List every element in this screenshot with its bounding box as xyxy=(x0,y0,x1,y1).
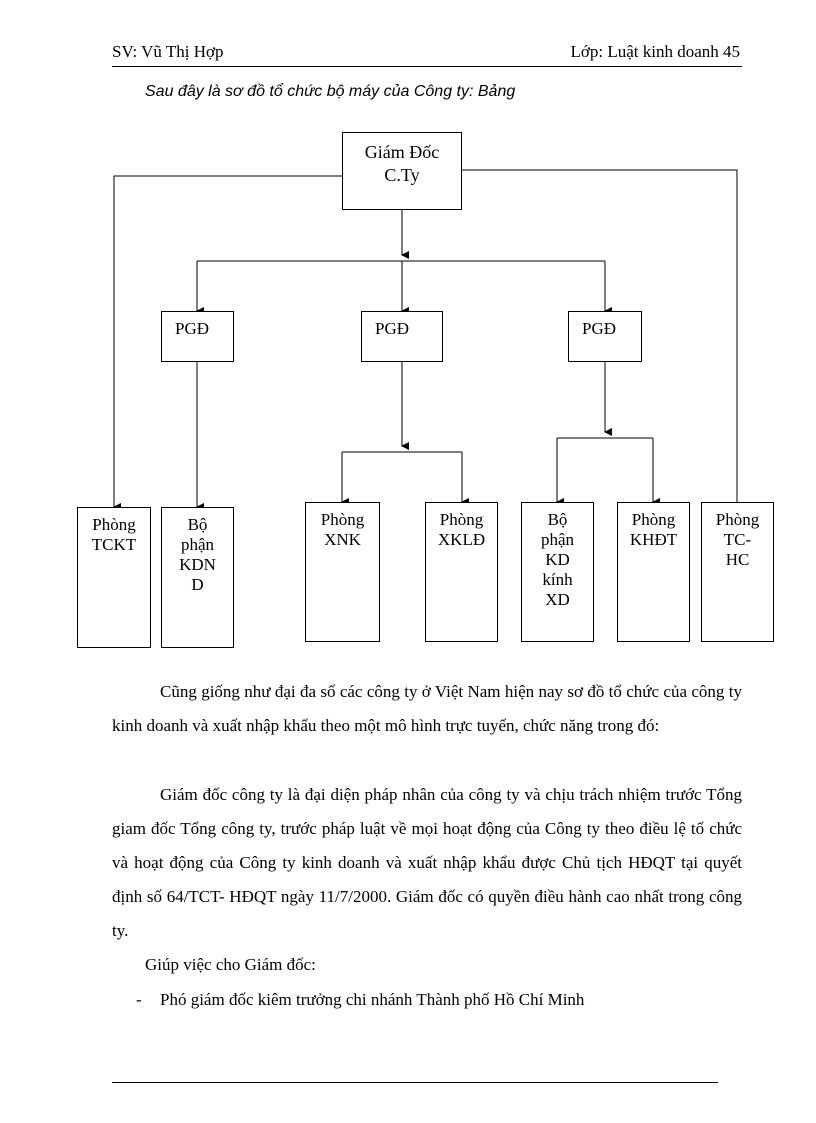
bullet-text: Phó giám đốc kiêm trưởng chi nhánh Thành… xyxy=(160,990,585,1009)
paragraph-3: Giúp việc cho Giám đốc: xyxy=(112,948,742,982)
org-box-pgd-2: PGĐ xyxy=(361,311,443,362)
org-box-giam-doc: Giám Đốc C.Ty xyxy=(342,132,462,210)
connector-root-tckt xyxy=(113,175,342,511)
org-box-phong-tc-hc: Phòng TC- HC xyxy=(701,502,774,642)
org-box-phong-tckt: Phòng TCKT xyxy=(77,507,151,648)
bullet-item: -Phó giám đốc kiêm trưởng chi nhánh Thàn… xyxy=(112,990,584,1010)
chart-caption: Sau đây là sơ đồ tổ chức bộ máy của Công… xyxy=(145,83,516,100)
org-box-phong-xkld: Phòng XKLĐ xyxy=(425,502,498,642)
header-divider xyxy=(112,66,742,67)
header-class: Lớp: Luật kinh doanh 45 xyxy=(570,42,740,61)
paragraph-2: Giám đốc công ty là đại diện pháp nhân c… xyxy=(112,778,742,948)
paragraph-2-text: Giám đốc công ty là đại diện pháp nhân c… xyxy=(112,785,742,940)
paragraph-1: Cũng giống như đại đa số các công ty ở V… xyxy=(112,675,742,743)
org-box-phong-xnk: Phòng XNK xyxy=(305,502,380,642)
org-chart-connectors xyxy=(113,169,744,511)
connector-root-tchc xyxy=(462,169,744,511)
paragraph-3-text: Giúp việc cho Giám đốc: xyxy=(145,955,316,974)
footer-divider xyxy=(112,1082,718,1083)
org-box-pgd-1: PGĐ xyxy=(161,311,234,362)
bullet-marker: - xyxy=(136,990,142,1009)
header-student: SV: Vũ Thị Hợp xyxy=(112,42,224,61)
paragraph-1-text: Cũng giống như đại đa số các công ty ở V… xyxy=(112,682,742,735)
org-box-bo-phan-kd-kinh: Bộ phận KD kính XD xyxy=(521,502,594,642)
org-box-pgd-3: PGĐ xyxy=(568,311,642,362)
org-box-bo-phan-kdnd: Bộ phận KDN D xyxy=(161,507,234,648)
org-box-phong-khdt: Phòng KHĐT xyxy=(617,502,690,642)
